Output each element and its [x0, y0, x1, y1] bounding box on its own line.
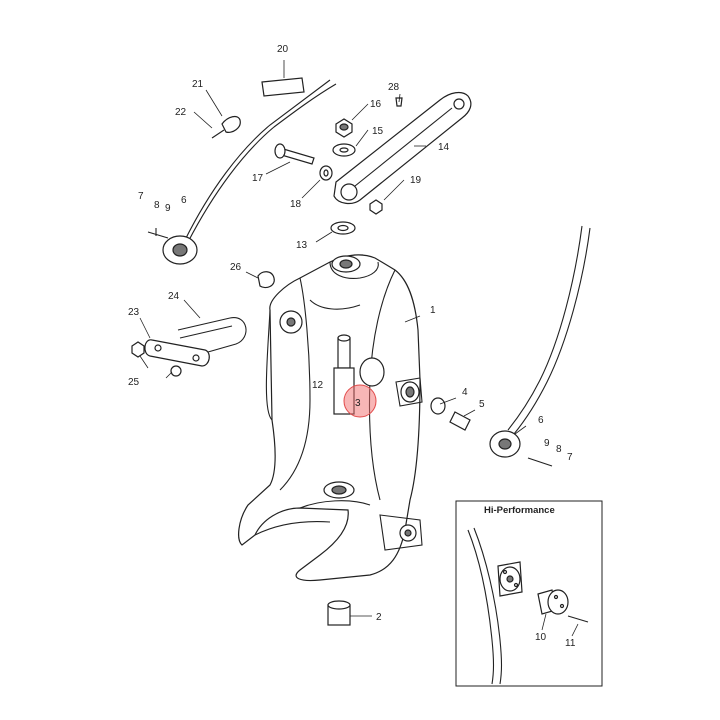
clip-20	[261, 77, 305, 97]
callout-2: 2	[376, 612, 382, 623]
callout-23: 23	[128, 307, 140, 318]
trim-sender-left	[147, 79, 337, 265]
callout-24: 24	[168, 291, 180, 302]
bushing-2	[327, 600, 351, 626]
washer-18	[319, 165, 333, 181]
callout-16: 16	[370, 99, 382, 110]
callout-7: 7	[567, 452, 573, 463]
lock-nut-16	[335, 118, 353, 138]
callout-22: 22	[175, 107, 187, 118]
callout-26: 26	[230, 262, 242, 273]
callout-4: 4	[462, 387, 468, 398]
nut-19	[369, 199, 383, 215]
callout-5: 5	[479, 399, 485, 410]
washer-15	[332, 143, 356, 157]
steering-arm	[333, 91, 472, 205]
callout-1: 1	[430, 305, 436, 316]
swivel-bracket	[238, 254, 423, 582]
callout-11: 11	[565, 638, 576, 649]
callout-21: 21	[192, 79, 204, 90]
callout-labels: 1 2 3 4 5 6 9 8 7 6 7 8 9 12 13 14 15 16…	[128, 44, 573, 623]
callout-14: 14	[438, 142, 450, 153]
callout-9: 9	[544, 438, 550, 449]
nut-25	[131, 341, 182, 377]
callout-8: 8	[556, 444, 562, 455]
callout-15: 15	[372, 126, 384, 137]
callout-8-left: 8	[154, 200, 160, 211]
leader-lines	[139, 60, 527, 617]
callout-12: 12	[312, 380, 324, 391]
callout-28: 28	[388, 82, 400, 93]
hi-performance-inset: Hi-Performance 10 11	[455, 500, 603, 687]
callout-13: 13	[296, 240, 308, 251]
inset-title: Hi-Performance	[484, 505, 555, 516]
plate-23	[144, 339, 210, 367]
callout-9-left: 9	[165, 203, 171, 214]
callout-3: 3	[355, 398, 361, 409]
clip-26	[257, 271, 275, 289]
callout-6: 6	[538, 415, 544, 426]
callout-18: 18	[290, 199, 302, 210]
callout-20: 20	[277, 44, 289, 55]
callout-17: 17	[252, 173, 264, 184]
washer-13	[330, 221, 356, 235]
callout-25: 25	[128, 377, 140, 388]
callout-6-left: 6	[181, 195, 187, 206]
clamp-21	[221, 115, 241, 133]
callout-7-left: 7	[138, 191, 144, 202]
callout-10: 10	[535, 632, 547, 643]
highlight-marker	[343, 384, 377, 418]
u-bolt-24	[177, 317, 247, 353]
bolt-17	[274, 143, 315, 165]
trim-sender-right	[489, 225, 591, 467]
bushing-4	[430, 397, 446, 415]
callout-19: 19	[410, 175, 422, 186]
screw-22	[211, 129, 225, 139]
pin-5	[449, 411, 471, 431]
